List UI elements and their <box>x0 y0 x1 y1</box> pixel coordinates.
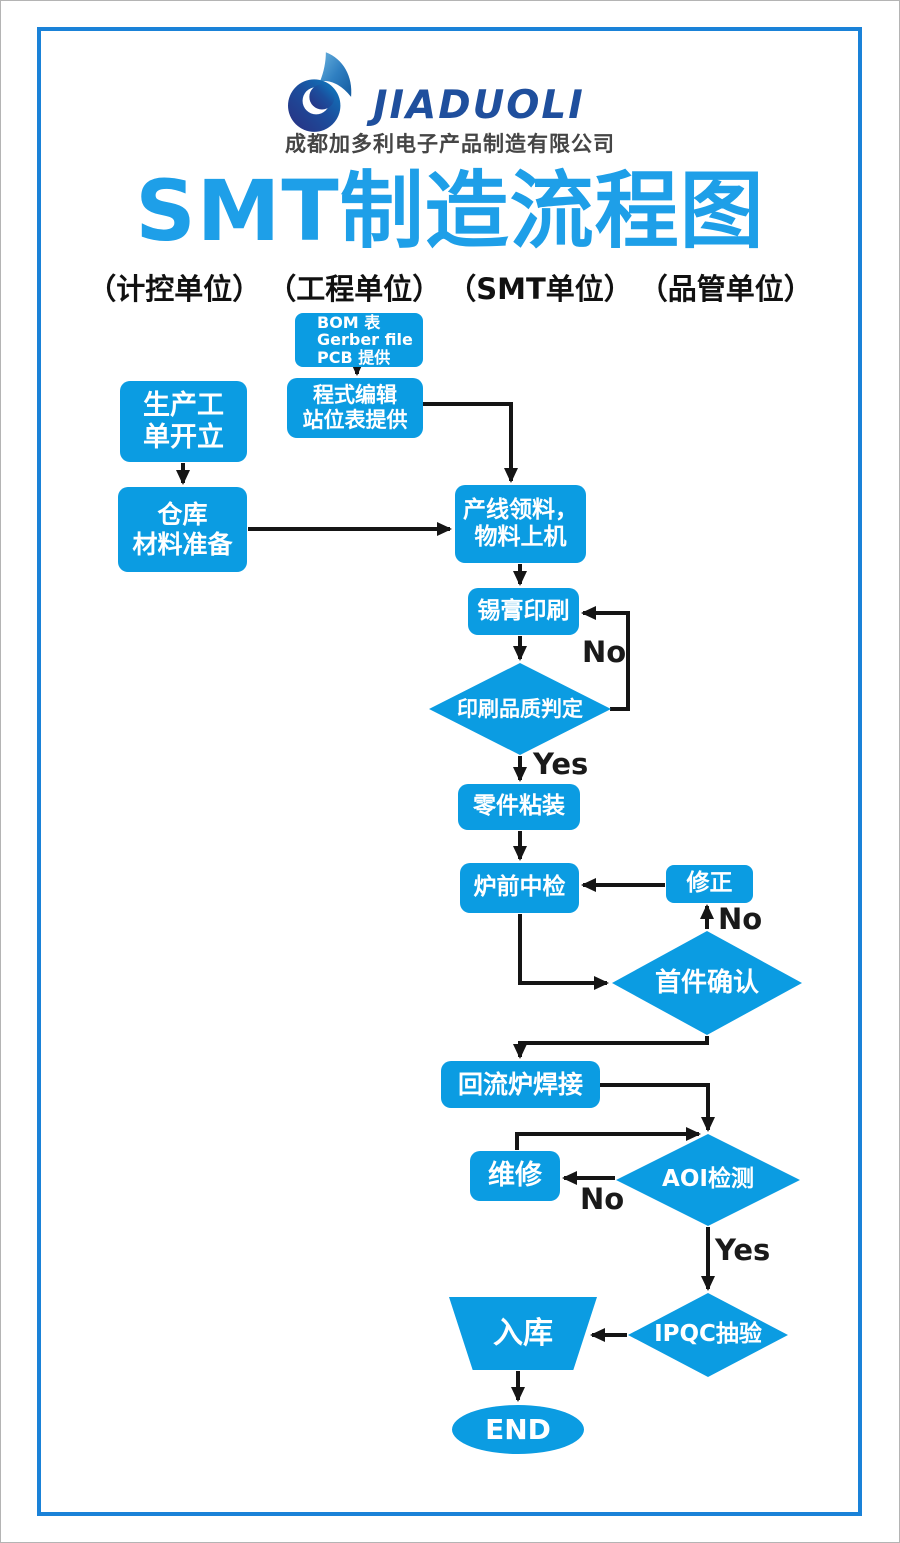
node-work-order: 生产工 单开立 <box>120 381 247 462</box>
node-line-loading: 产线领料， 物料上机 <box>455 485 586 563</box>
node-component-mount: 零件粘装 <box>458 784 580 830</box>
label-aoi-yes: Yes <box>715 1233 771 1267</box>
node-solder-print: 锡膏印刷 <box>468 588 579 635</box>
unit-legend: （计控单位） （工程单位） （SMT单位） （品管单位） <box>38 266 862 308</box>
node-end: END <box>452 1405 584 1454</box>
node-reflow-solder: 回流炉焊接 <box>441 1061 600 1108</box>
node-repair: 维修 <box>470 1151 560 1201</box>
label-firstarticle-no: No <box>718 902 763 936</box>
node-program-edit: 程式编辑 站位表提供 <box>287 378 423 438</box>
label-printcheck-yes: Yes <box>533 747 589 781</box>
node-warehouse: 仓库 材料准备 <box>118 487 247 572</box>
label-aoi-no: No <box>580 1182 625 1216</box>
logo-wordmark: JIADUOLI <box>373 83 585 128</box>
unit-smt: （SMT单位） <box>447 272 633 306</box>
border-frame <box>37 27 862 1516</box>
unit-jikong: （计控单位） <box>87 272 262 306</box>
node-bom: BOM 表 Gerber file PCB 提供 <box>295 313 423 367</box>
node-fix: 修正 <box>666 865 753 903</box>
jiaduoli-logo-icon <box>288 52 352 132</box>
unit-pinguan: （品管单位） <box>638 272 813 306</box>
node-pre-oven-check: 炉前中检 <box>460 863 579 913</box>
company-name: 成都加多利电子产品制造有限公司 <box>285 132 615 156</box>
node-stock-in: 入库 <box>449 1297 597 1370</box>
page-title: SMT制造流程图 <box>135 162 765 260</box>
label-printcheck-no: No <box>582 635 627 669</box>
unit-gongcheng: （工程单位） <box>267 272 442 306</box>
